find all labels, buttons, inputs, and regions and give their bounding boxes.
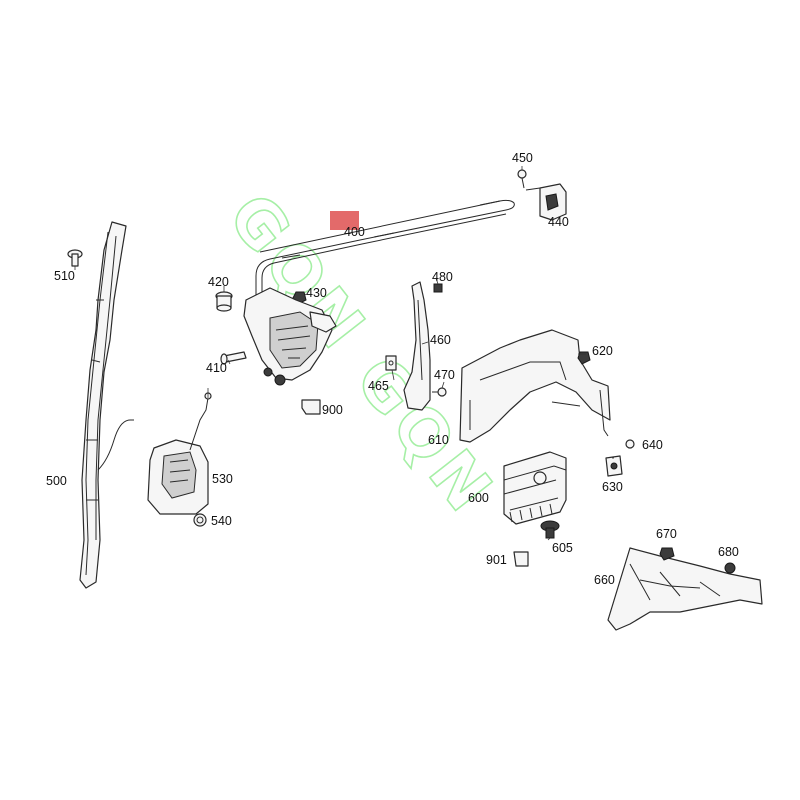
part-605-screw	[540, 520, 560, 539]
label-660: 660	[594, 573, 615, 587]
label-901: 901	[486, 553, 507, 567]
label-620: 620	[592, 344, 613, 358]
part-labels: 450 440 400 510 420 430 480 460 620 410 …	[46, 151, 739, 587]
label-630: 630	[602, 480, 623, 494]
label-680: 680	[718, 545, 739, 559]
part-450-screw	[517, 169, 527, 189]
part-510-bolt	[67, 249, 83, 267]
label-640: 640	[642, 438, 663, 452]
part-460-bracket	[403, 281, 431, 411]
part-600-control-unit	[503, 451, 567, 525]
label-440: 440	[548, 215, 569, 229]
part-670-nut	[659, 547, 675, 561]
label-420: 420	[208, 275, 229, 289]
label-530: 530	[212, 472, 233, 486]
part-440-latch	[525, 183, 567, 221]
part-400-cable	[255, 199, 515, 302]
label-540: 540	[211, 514, 232, 528]
part-540-screw	[193, 513, 207, 527]
part-900-clip	[301, 399, 321, 415]
leader-lines	[74, 166, 614, 541]
part-610-bracket	[459, 329, 611, 443]
label-500: 500	[46, 474, 67, 488]
label-480: 480	[432, 270, 453, 284]
part-lock-actuator	[243, 287, 337, 386]
part-630-clipnut	[605, 455, 623, 477]
part-620-nut	[577, 351, 591, 365]
label-410: 410	[206, 361, 227, 375]
part-660-bracket	[607, 547, 763, 631]
label-600: 600	[468, 491, 489, 505]
part-901-clip	[513, 551, 529, 567]
label-605: 605	[552, 541, 573, 555]
part-640-screw	[625, 439, 635, 449]
label-400: 400	[344, 225, 365, 239]
label-510: 510	[54, 269, 75, 283]
highlight-box	[330, 211, 359, 230]
label-460: 460	[430, 333, 451, 347]
part-465-plate	[385, 355, 397, 371]
part-530-lock-module	[147, 392, 212, 515]
part-480-screw	[433, 283, 443, 293]
label-465: 465	[368, 379, 389, 393]
label-900: 900	[322, 403, 343, 417]
label-430: 430	[306, 286, 327, 300]
label-450: 450	[512, 151, 533, 165]
label-670: 670	[656, 527, 677, 541]
label-470: 470	[434, 368, 455, 382]
part-500-rail	[79, 221, 134, 589]
label-610: 610	[428, 433, 449, 447]
part-680-screw	[724, 562, 736, 574]
part-420-bushing	[215, 291, 233, 312]
part-410-bolt	[220, 351, 247, 365]
